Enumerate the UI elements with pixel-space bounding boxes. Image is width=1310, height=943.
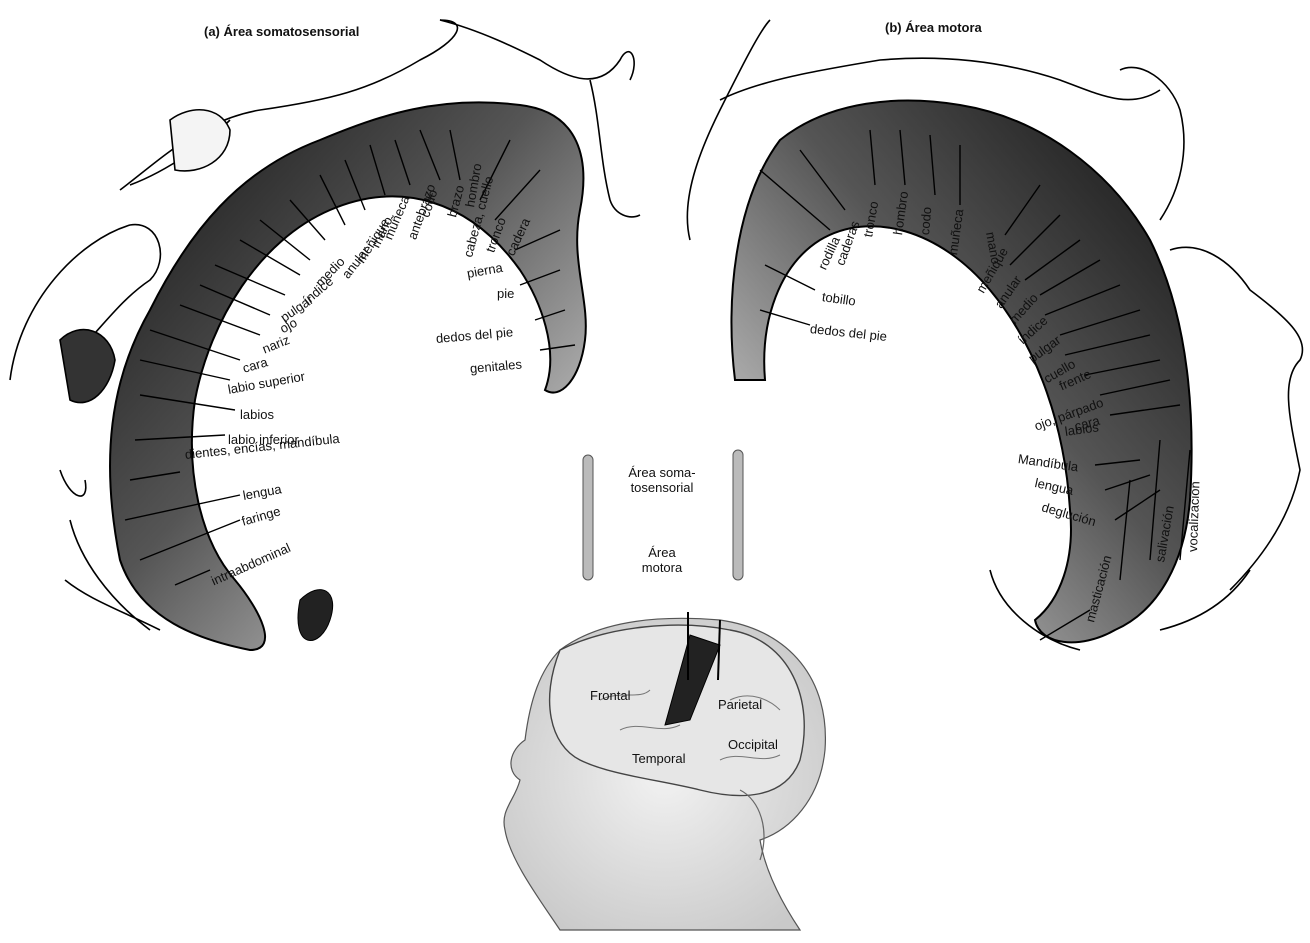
label-pie: pie — [497, 287, 514, 301]
label-codo-b: codo — [918, 206, 934, 235]
lobe-parietal: Parietal — [718, 697, 762, 712]
lobe-frontal: Frontal — [590, 688, 630, 703]
center-label-somatosensorial: Área soma- tosensorial — [612, 465, 712, 495]
panel-a-title: (a) Área somatosensorial — [204, 24, 359, 39]
lobe-temporal: Temporal — [632, 751, 685, 766]
somatosensory-cortex — [110, 102, 586, 650]
lobe-occipital: Occipital — [728, 737, 778, 752]
panel-b-title: (b) Área motora — [885, 20, 982, 35]
brain-head-sketch — [504, 612, 825, 930]
label-vocalizacion: vocalización — [1186, 481, 1202, 552]
label-labios: labios — [240, 408, 274, 422]
center-label-motora: Área motora — [612, 545, 712, 575]
